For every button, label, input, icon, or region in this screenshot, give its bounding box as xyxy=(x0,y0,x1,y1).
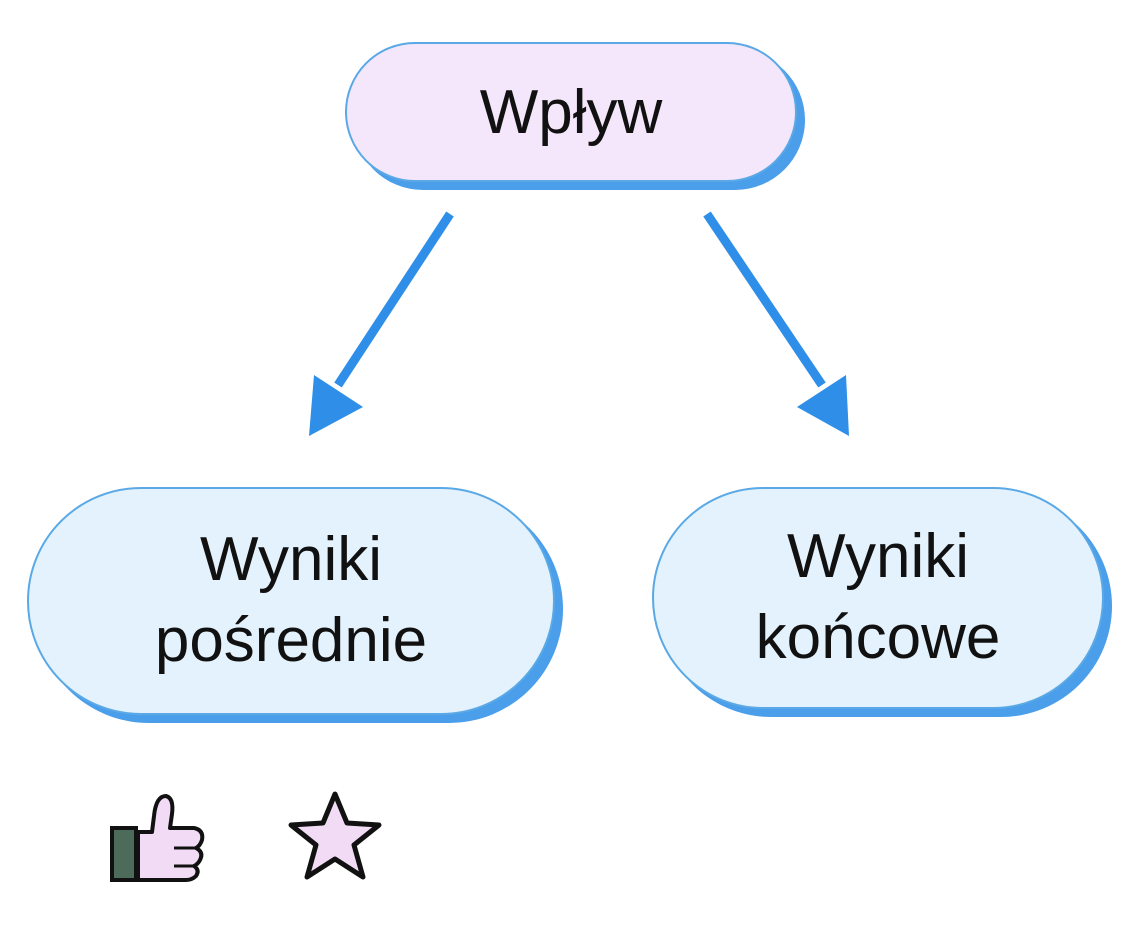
arrow-to-final-results xyxy=(703,211,849,436)
thumbs-up-icon[interactable] xyxy=(108,790,208,885)
node-final-results-line1: Wyniki xyxy=(786,522,969,592)
node-intermediate-results: Wyniki pośrednie xyxy=(27,487,555,715)
node-intermediate-results-line2: pośrednie xyxy=(154,606,428,675)
node-impact-label: Wpływ xyxy=(479,77,663,147)
node-intermediate-results-text: Wyniki pośrednie xyxy=(155,520,427,681)
node-final-results: Wyniki końcowe xyxy=(652,487,1104,709)
arrow-to-intermediate-results xyxy=(309,211,454,436)
node-impact: Wpływ xyxy=(345,42,797,182)
node-intermediate-results-line1: Wyniki xyxy=(199,525,382,595)
node-final-results-line2: końcowe xyxy=(755,603,1001,672)
star-icon[interactable] xyxy=(285,788,385,883)
node-final-results-text: Wyniki końcowe xyxy=(756,517,1001,678)
